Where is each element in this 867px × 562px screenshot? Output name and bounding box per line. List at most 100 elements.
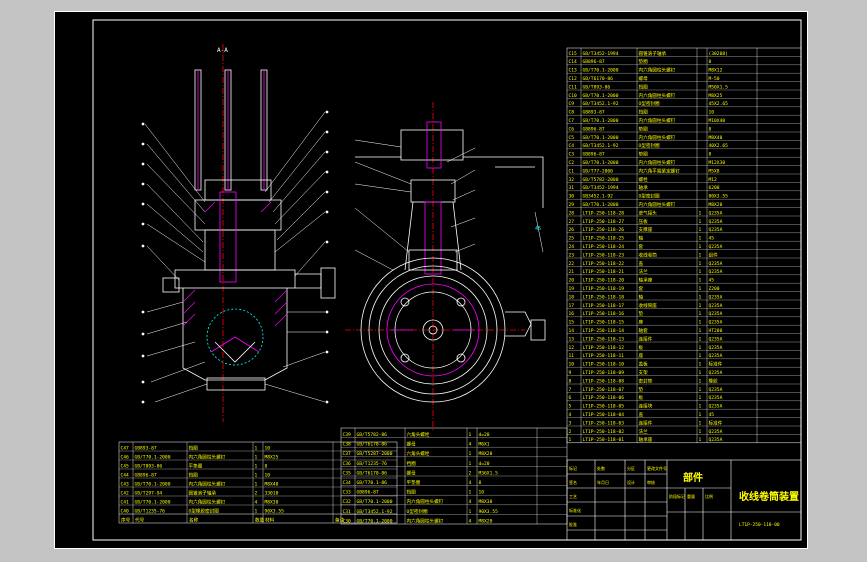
bom-cell: Q235A: [709, 345, 723, 351]
bom-cell: C3: [569, 152, 575, 158]
bom-cell: M8X20: [709, 202, 723, 208]
bom-cell: GB/T6170-86: [583, 76, 614, 82]
bom-cell: M8X30: [265, 499, 279, 505]
bom-cell: 内六角圆柱头螺钉: [407, 517, 444, 524]
bom-cell: C47: [121, 445, 130, 451]
bom-cell: 1: [469, 490, 472, 496]
bom-cell: LT1P-250-118-27: [583, 219, 625, 225]
bom-cell: 内六角圆柱头螺钉: [639, 117, 676, 124]
bom-cell: GB/T70.1-2000: [135, 481, 171, 487]
drawing-sheet: A-A: [54, 11, 808, 549]
title-block: [566, 459, 802, 541]
bom-cell: C37: [343, 451, 352, 457]
title-block-label: 重量: [687, 493, 695, 499]
bom-cell: (30208): [709, 51, 728, 57]
bom-cell: M50X1.5: [709, 84, 729, 90]
bom-cell: GB/T893-86: [583, 84, 611, 90]
bom-cell: C44: [121, 472, 130, 478]
title-block-label: 工艺: [569, 494, 577, 499]
bom-cell: 板: [639, 344, 644, 351]
bom-cell: 盖: [639, 260, 644, 267]
leader-dot: [141, 142, 145, 146]
bom-cell: 1: [699, 210, 702, 216]
bom-cell: 14: [569, 328, 575, 334]
bom-cell: Q235A: [709, 269, 723, 275]
bom-cell: 1: [699, 320, 702, 326]
bom-cell: 垫圈: [639, 151, 649, 158]
leader-dot: [325, 210, 329, 214]
bom-cell: LT1P-250-118-21: [583, 269, 625, 275]
leader-dot: [325, 110, 329, 114]
bom-cell: 支撑座: [639, 226, 653, 233]
leader-dot: [141, 400, 145, 404]
bom-cell: 31: [569, 185, 575, 191]
bom-cell: 1: [699, 278, 702, 284]
bom-cell: GB/T893-86: [135, 463, 163, 469]
bom-cell: 压板: [639, 218, 649, 225]
bom-cell: 内六角圆柱头螺钉: [189, 480, 226, 487]
section-view: A-A: [144, 44, 336, 422]
bom-cell: 套: [639, 285, 644, 292]
bom-cell: 4: [469, 480, 472, 486]
bom-cell: 1: [699, 336, 702, 342]
leader-dot: [141, 202, 145, 206]
bom-cell: C5: [569, 135, 575, 141]
bom-cell: C14: [569, 59, 578, 65]
bom-cell: 18: [569, 294, 575, 300]
bom-cell: 6208: [709, 185, 720, 191]
bom-cell: LT1P-250-118-15: [583, 320, 625, 326]
title-block-label: 更改文件号: [647, 465, 667, 471]
bom-cell: C11: [569, 84, 578, 90]
bom-cell: GB/T5782-2000: [583, 177, 619, 183]
bom-cell: 螺母: [639, 75, 649, 82]
bom-cell: GB/T1235-76: [357, 461, 388, 467]
bom-cell: 7: [569, 387, 572, 393]
title-block-label: 标准化: [569, 507, 581, 513]
bom-cell: 6: [569, 395, 572, 401]
bom-cell: GB/T6170-86: [357, 442, 388, 448]
bom-cell: 1: [469, 451, 472, 457]
bom-cell: 13: [569, 336, 575, 342]
bom-cell: 轴: [639, 293, 644, 300]
bom-cell: C13: [569, 68, 578, 74]
bom-cell: C46: [121, 454, 130, 460]
bom-cell: GB896-87: [583, 126, 605, 132]
bom-cell: 45: [709, 278, 715, 284]
bom-cell: C6: [569, 126, 575, 132]
title-block-label: 处数: [597, 465, 605, 471]
bom-cell: GB/T70.1-86: [357, 480, 388, 486]
bom-cell: 1: [469, 432, 472, 438]
bom-cell: M8X20: [479, 451, 493, 457]
bom-cell: 橡胶: [709, 377, 719, 384]
bom-cell: GB/T6170-86: [357, 470, 388, 476]
bom-cell: 8: [265, 463, 268, 469]
bom-cell: 8: [569, 378, 572, 384]
title-block-label: 年月日: [597, 479, 609, 485]
bom-cell: 20: [569, 278, 575, 284]
title-part: 部件: [683, 471, 703, 484]
bom-cell: 挡圈: [407, 489, 417, 496]
bom-cell: C4: [569, 143, 575, 149]
bom-cell: C8: [569, 110, 575, 116]
bom-cell: C15: [569, 51, 578, 57]
bom-cell: 内六角圆柱头螺钉: [639, 67, 676, 74]
bom-cell: GB/T70.1-2000: [583, 135, 619, 141]
bom-cell: C33: [343, 490, 352, 496]
bom-cell: O型密封圈: [639, 142, 661, 149]
bom-cell: M36X1.5: [479, 470, 499, 476]
bom-cell: 1: [699, 378, 702, 384]
bom-cell: 1: [699, 345, 702, 351]
bom-cell: GB896-87: [357, 490, 379, 496]
bom-cell: GB/T3452.1-92: [583, 101, 619, 107]
bom-cell: GB/T3452.1-92: [357, 509, 393, 515]
bom-cell: M10X40: [709, 118, 726, 124]
bom-cell: GB896-87: [583, 59, 605, 65]
bom-cell: 1: [699, 412, 702, 418]
bom-cell: 内六角圆柱头螺钉: [639, 201, 676, 208]
bom-cell: Q235A: [709, 294, 723, 300]
bom-cell: M-50: [709, 76, 720, 82]
bom-cell: 30: [569, 194, 575, 200]
bom-cell: C7: [569, 118, 575, 124]
bom-cell: 1: [699, 370, 702, 376]
